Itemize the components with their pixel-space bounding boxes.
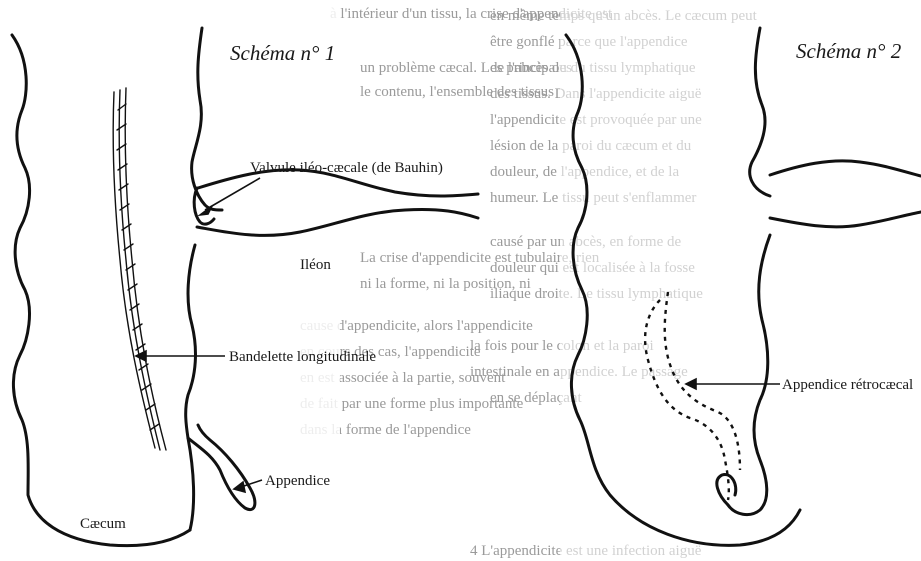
valve-label: Valvule iléo-cæcale (de Bauhin) [250,160,443,176]
band-label: Bandelette longitudinale [229,349,376,365]
retrocaecal-label: Appendice rétrocæcal [782,377,913,393]
schema-1-title: Schéma n° 1 [230,41,335,65]
ileum-label: Iléon [300,257,331,273]
caecum-label: Cæcum [80,516,126,532]
schema-2-title: Schéma n° 2 [796,39,902,63]
appendix-label: Appendice [265,473,330,489]
right-panel-bg [560,0,921,561]
